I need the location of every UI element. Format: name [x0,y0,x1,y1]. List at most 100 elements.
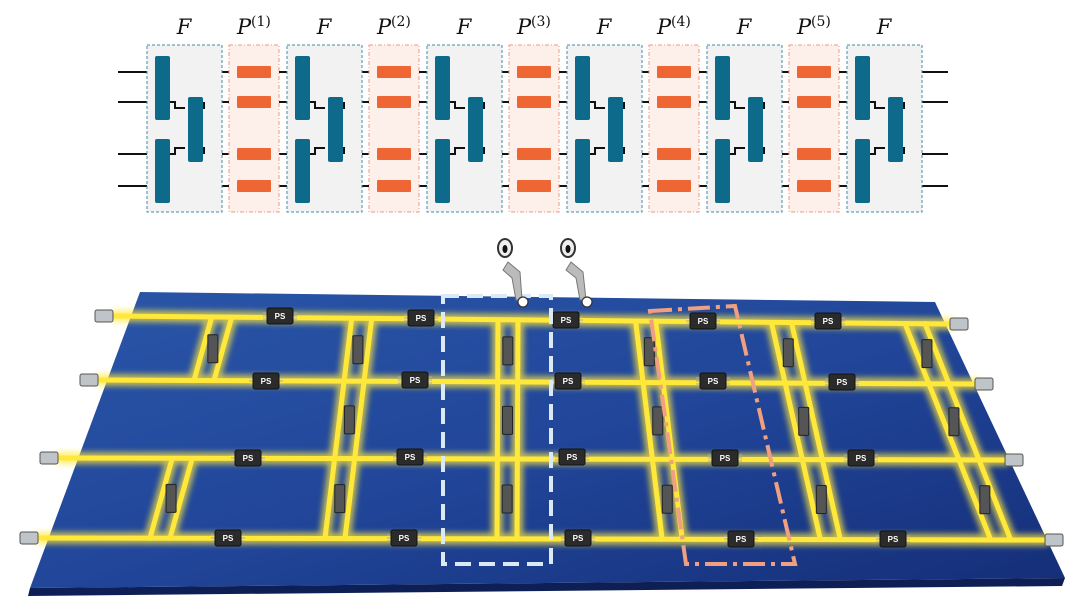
f-stage: F [706,15,783,213]
f-stage: F [426,15,503,213]
phase-shifter-chip: PS [551,372,585,390]
waveguide [956,457,994,543]
chip-body [396,448,424,466]
fiber-port [94,309,114,323]
chip-body [711,449,739,467]
phase-shifter [237,180,271,192]
phase-shifter-chip: PS [211,529,245,547]
chip-label: PS [223,534,234,543]
stage-label: F [456,15,473,39]
chip-label: PS [888,535,899,544]
waveguide [191,314,215,384]
stage-label: P [236,15,252,39]
chip-body [554,372,582,390]
directional-coupler [643,337,655,367]
chip-label: PS [720,454,731,463]
p-stage: P(1) [228,14,280,213]
p-stage: P(5) [788,14,840,213]
chip-label: PS [736,535,747,544]
waveguide [782,380,805,463]
directional-coupler [815,484,827,514]
beamsplitter [295,56,310,120]
phase-shifter-chip: PS [549,311,583,329]
waveguide [819,457,843,542]
fiber-port [974,377,994,391]
waveguide [788,319,808,386]
waveguide-jog [449,101,485,155]
chip-body [234,449,262,467]
phase-shifter [237,148,271,160]
f-stage: F [146,15,223,213]
fiber-port [39,451,59,465]
waveguide [633,318,646,385]
chip-label: PS [837,378,848,387]
waveguide [167,455,195,541]
phase-shifter [517,148,551,160]
phase-shifter-chip: PS [696,372,730,390]
waveguide [211,314,235,384]
chip-substrate-edge [28,578,1065,596]
f-stage: F [846,15,923,213]
chip-label: PS [243,454,254,463]
fiber-port-layer [19,309,1064,547]
phase-shifter-chip: PS [811,312,845,330]
chip-body [214,529,242,547]
phase-shifter [377,180,411,192]
waveguide-jog [309,101,345,155]
phase-shifter-chip: PS [561,529,595,547]
directional-coupler [501,484,513,514]
stage-label: P [516,15,532,39]
waveguide [902,321,932,387]
chip-label: PS [399,534,410,543]
chip-body [814,312,842,330]
beamsplitter [188,97,203,162]
detector-1 [497,238,529,308]
beamsplitter [155,139,170,203]
waveguide [332,378,347,462]
beamsplitter [715,56,730,120]
phase-shifter [797,96,831,108]
beamsplitter [855,56,870,120]
p-stage: P(2) [368,14,420,213]
phase-shifter-chip: PS [231,449,265,467]
chip-label: PS [410,376,421,385]
phase-shifter [377,66,411,78]
waveguide [768,319,788,386]
waveguide [37,535,1048,543]
waveguide [352,378,367,462]
phase-shifter [377,96,411,108]
chip-label: PS [856,454,867,463]
chip-body [727,530,755,548]
detector-2 [560,238,593,308]
chip-body [407,309,435,327]
phase-shifter [377,148,411,160]
phase-shifter-chip: PS [249,372,283,390]
fiber-port [79,373,99,387]
phase-shifter [517,96,551,108]
directional-coupler [343,405,355,435]
chip-body [879,530,907,548]
phase-shifter [517,66,551,78]
waveguide-jog [729,101,765,155]
p-stage: P(4) [648,14,700,213]
stage-label: P [656,15,672,39]
phase-shifter [797,180,831,192]
waveguide [653,318,666,385]
f-stage: F [286,15,363,213]
waveguide [322,456,338,542]
chip-body [401,371,429,389]
waveguide [926,381,962,463]
waveguide-jog [169,101,205,155]
stage-label: P [376,15,392,39]
beamsplitter [295,139,310,203]
stage-superscript: (4) [671,14,691,30]
waveguide [361,315,375,384]
phase-shifter-chip: PS [393,448,427,466]
phase-shifter [237,96,271,108]
chip-label: PS [405,453,416,462]
phase-shifter-chip: PS [708,449,742,467]
beamsplitter [748,97,763,162]
waveguide [976,457,1014,543]
